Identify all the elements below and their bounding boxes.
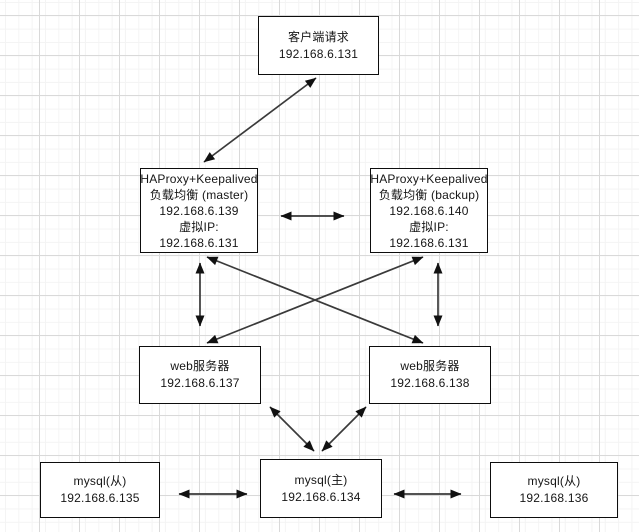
node-label-line: 192.168.6.131	[159, 235, 239, 250]
node-label-line: 192.168.136	[519, 491, 589, 505]
node-label-line: 192.168.6.139	[159, 203, 239, 218]
node-label-line: 192.168.6.140	[389, 203, 469, 218]
node-client-request: 客户端请求 192.168.6.131	[258, 16, 379, 75]
node-mysql-master: mysql(主) 192.168.6.134	[260, 459, 382, 518]
node-label-line: 负载均衡 (master)	[149, 187, 249, 202]
node-label-line: 192.168.6.138	[390, 376, 470, 390]
node-haproxy-backup: HAProxy+Keepalived 负载均衡 (backup) 192.168…	[370, 168, 488, 253]
node-label-line: web服务器	[400, 359, 460, 373]
node-label-line: 虚拟IP:	[409, 219, 449, 234]
node-label-line: 192.168.6.131	[389, 235, 469, 250]
node-label-line: 192.168.6.131	[278, 46, 359, 61]
node-label-line: mysql(从)	[527, 474, 581, 488]
node-web-server-1: web服务器 192.168.6.137	[139, 346, 261, 404]
edge-haproxy-master-web-server-2	[206, 256, 424, 344]
node-label-line: 客户端请求	[287, 29, 349, 44]
node-label-line: HAProxy+Keepalived	[370, 171, 488, 186]
node-web-server-2: web服务器 192.168.6.138	[369, 346, 491, 404]
node-label-line: 192.168.6.134	[281, 489, 361, 504]
edge-client-haproxy-master	[203, 77, 317, 163]
node-label-line: 负载均衡 (backup)	[378, 187, 480, 202]
node-mysql-slave-right: mysql(从) 192.168.136	[490, 462, 618, 518]
node-haproxy-master: HAProxy+Keepalived 负载均衡 (master) 192.168…	[140, 168, 258, 253]
node-label-line: web服务器	[170, 359, 230, 373]
node-mysql-slave-left: mysql(从) 192.168.6.135	[40, 462, 160, 518]
node-label-line: 192.168.6.137	[160, 376, 240, 390]
node-label-line: mysql(主)	[294, 472, 348, 487]
node-label-line: mysql(从)	[73, 474, 127, 488]
edge-web-server-2-mysql-master	[321, 406, 367, 452]
node-label-line: HAProxy+Keepalived	[140, 171, 258, 186]
node-label-line: 虚拟IP:	[179, 219, 219, 234]
edge-haproxy-backup-web-server-1	[206, 256, 424, 344]
node-label-line: 192.168.6.135	[60, 491, 140, 505]
edge-web-server-1-mysql-master	[269, 406, 315, 452]
